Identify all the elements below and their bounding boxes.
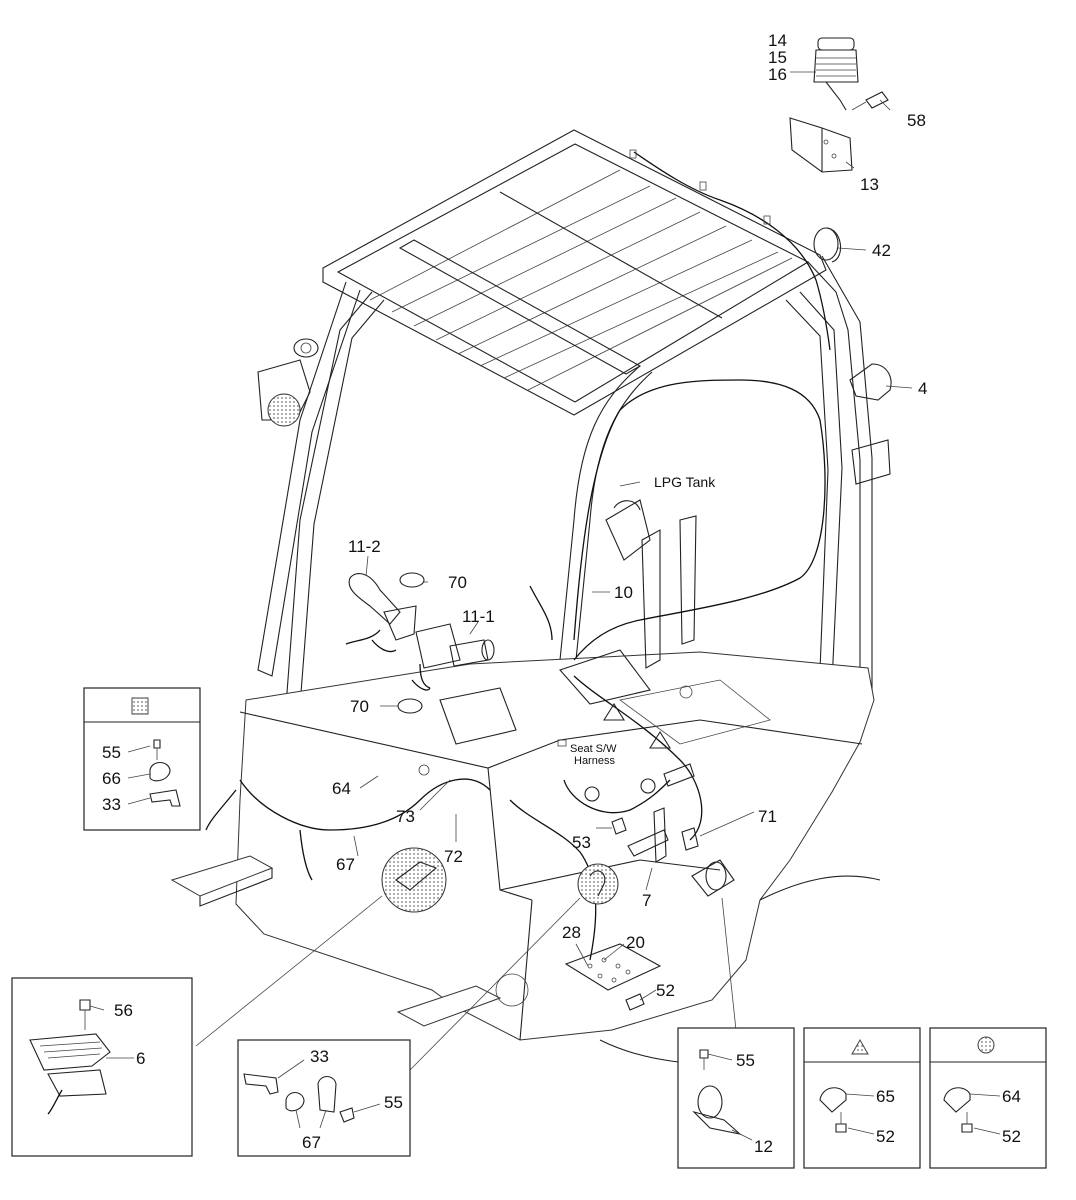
horn: [813, 227, 842, 263]
lpg-tank-bracket: [605, 499, 697, 669]
callout-42: 42: [872, 241, 891, 260]
floor-plate: [564, 943, 662, 1011]
inset-accelerator-pedal: 56 6: [11, 977, 193, 1157]
combination-switch-11-1: [415, 623, 495, 689]
callout-15: 15: [768, 48, 787, 67]
callout-70-lower: 70: [350, 697, 369, 716]
inset-triangle-52: 52: [876, 1127, 895, 1146]
lpg-tank-label: LPG Tank: [654, 474, 716, 490]
callout-13: 13: [860, 175, 879, 194]
inset-circle-clamp: 64 52: [929, 1027, 1047, 1169]
seat-switch-label: Seat S/W: [570, 743, 617, 755]
inset-circle-64: 64: [1002, 1087, 1021, 1106]
callout-14: 14: [768, 31, 787, 50]
callout-64: 64: [332, 779, 351, 798]
circle-clamp-highlight: [577, 863, 619, 905]
inset-clamp-55: 55: [384, 1093, 403, 1112]
inset-square-55: 55: [102, 743, 121, 762]
callout-7: 7: [642, 891, 651, 910]
callout-73: 73: [396, 807, 415, 826]
square-dot-symbol: [131, 697, 149, 715]
inset-bracket-55: 55: [736, 1051, 755, 1070]
inset-square-33: 33: [102, 795, 121, 814]
callout-71: 71: [758, 807, 777, 826]
accelerator-pedal: [381, 847, 447, 913]
rotating-beacon: [789, 37, 889, 173]
wiring-harness: [205, 149, 831, 961]
callout-11-1: 11-1: [462, 607, 495, 626]
callout-28: 28: [562, 923, 581, 942]
inset-square-clamp: 55 66 33: [83, 687, 201, 831]
inset-triangle-clamp: 65 52: [803, 1027, 921, 1169]
callout-70-upper: 70: [448, 573, 467, 592]
callout-53: 53: [572, 833, 591, 852]
leader-lines: [195, 71, 913, 1071]
inset-square-66: 66: [102, 769, 121, 788]
inset-clamp-67: 67: [302, 1133, 321, 1152]
callout-10: 10: [614, 583, 633, 602]
inset-pedal-6: 6: [136, 1049, 145, 1068]
callout-16: 16: [768, 65, 787, 84]
callout-67: 67: [336, 855, 355, 874]
callout-4: 4: [918, 379, 927, 398]
inset-circle-52: 52: [1002, 1127, 1021, 1146]
inset-clamp-33: 33: [310, 1047, 329, 1066]
callout-72: 72: [444, 847, 463, 866]
rear-combination-lamp: [849, 363, 892, 485]
inset-relay-bracket: 55 12: [677, 1027, 795, 1169]
triangle-dot-symbol: [851, 1038, 869, 1055]
inset-triangle-65: 65: [876, 1087, 895, 1106]
relay-bracket: [611, 807, 735, 897]
callout-labels: 14 15 16 58 13 42 4 11-2 70 11-1 70 10 L…: [332, 31, 927, 1000]
overhead-guard-frame: [170, 129, 881, 1065]
ring-70-upper: [399, 572, 425, 588]
rear-work-lamp: [257, 338, 319, 427]
callout-52: 52: [656, 981, 675, 1000]
harness-label: Harness: [574, 755, 615, 767]
inset-pedal-56: 56: [114, 1001, 133, 1020]
callout-58: 58: [907, 111, 926, 130]
callout-20: 20: [626, 933, 645, 952]
inset-bracket-12: 12: [754, 1137, 773, 1156]
circle-dot-symbol: [977, 1036, 995, 1054]
combination-switch-11-2: [345, 572, 417, 645]
inset-clamp-bracket: 33 55 67: [237, 1039, 411, 1157]
callout-11-2: 11-2: [348, 537, 381, 556]
